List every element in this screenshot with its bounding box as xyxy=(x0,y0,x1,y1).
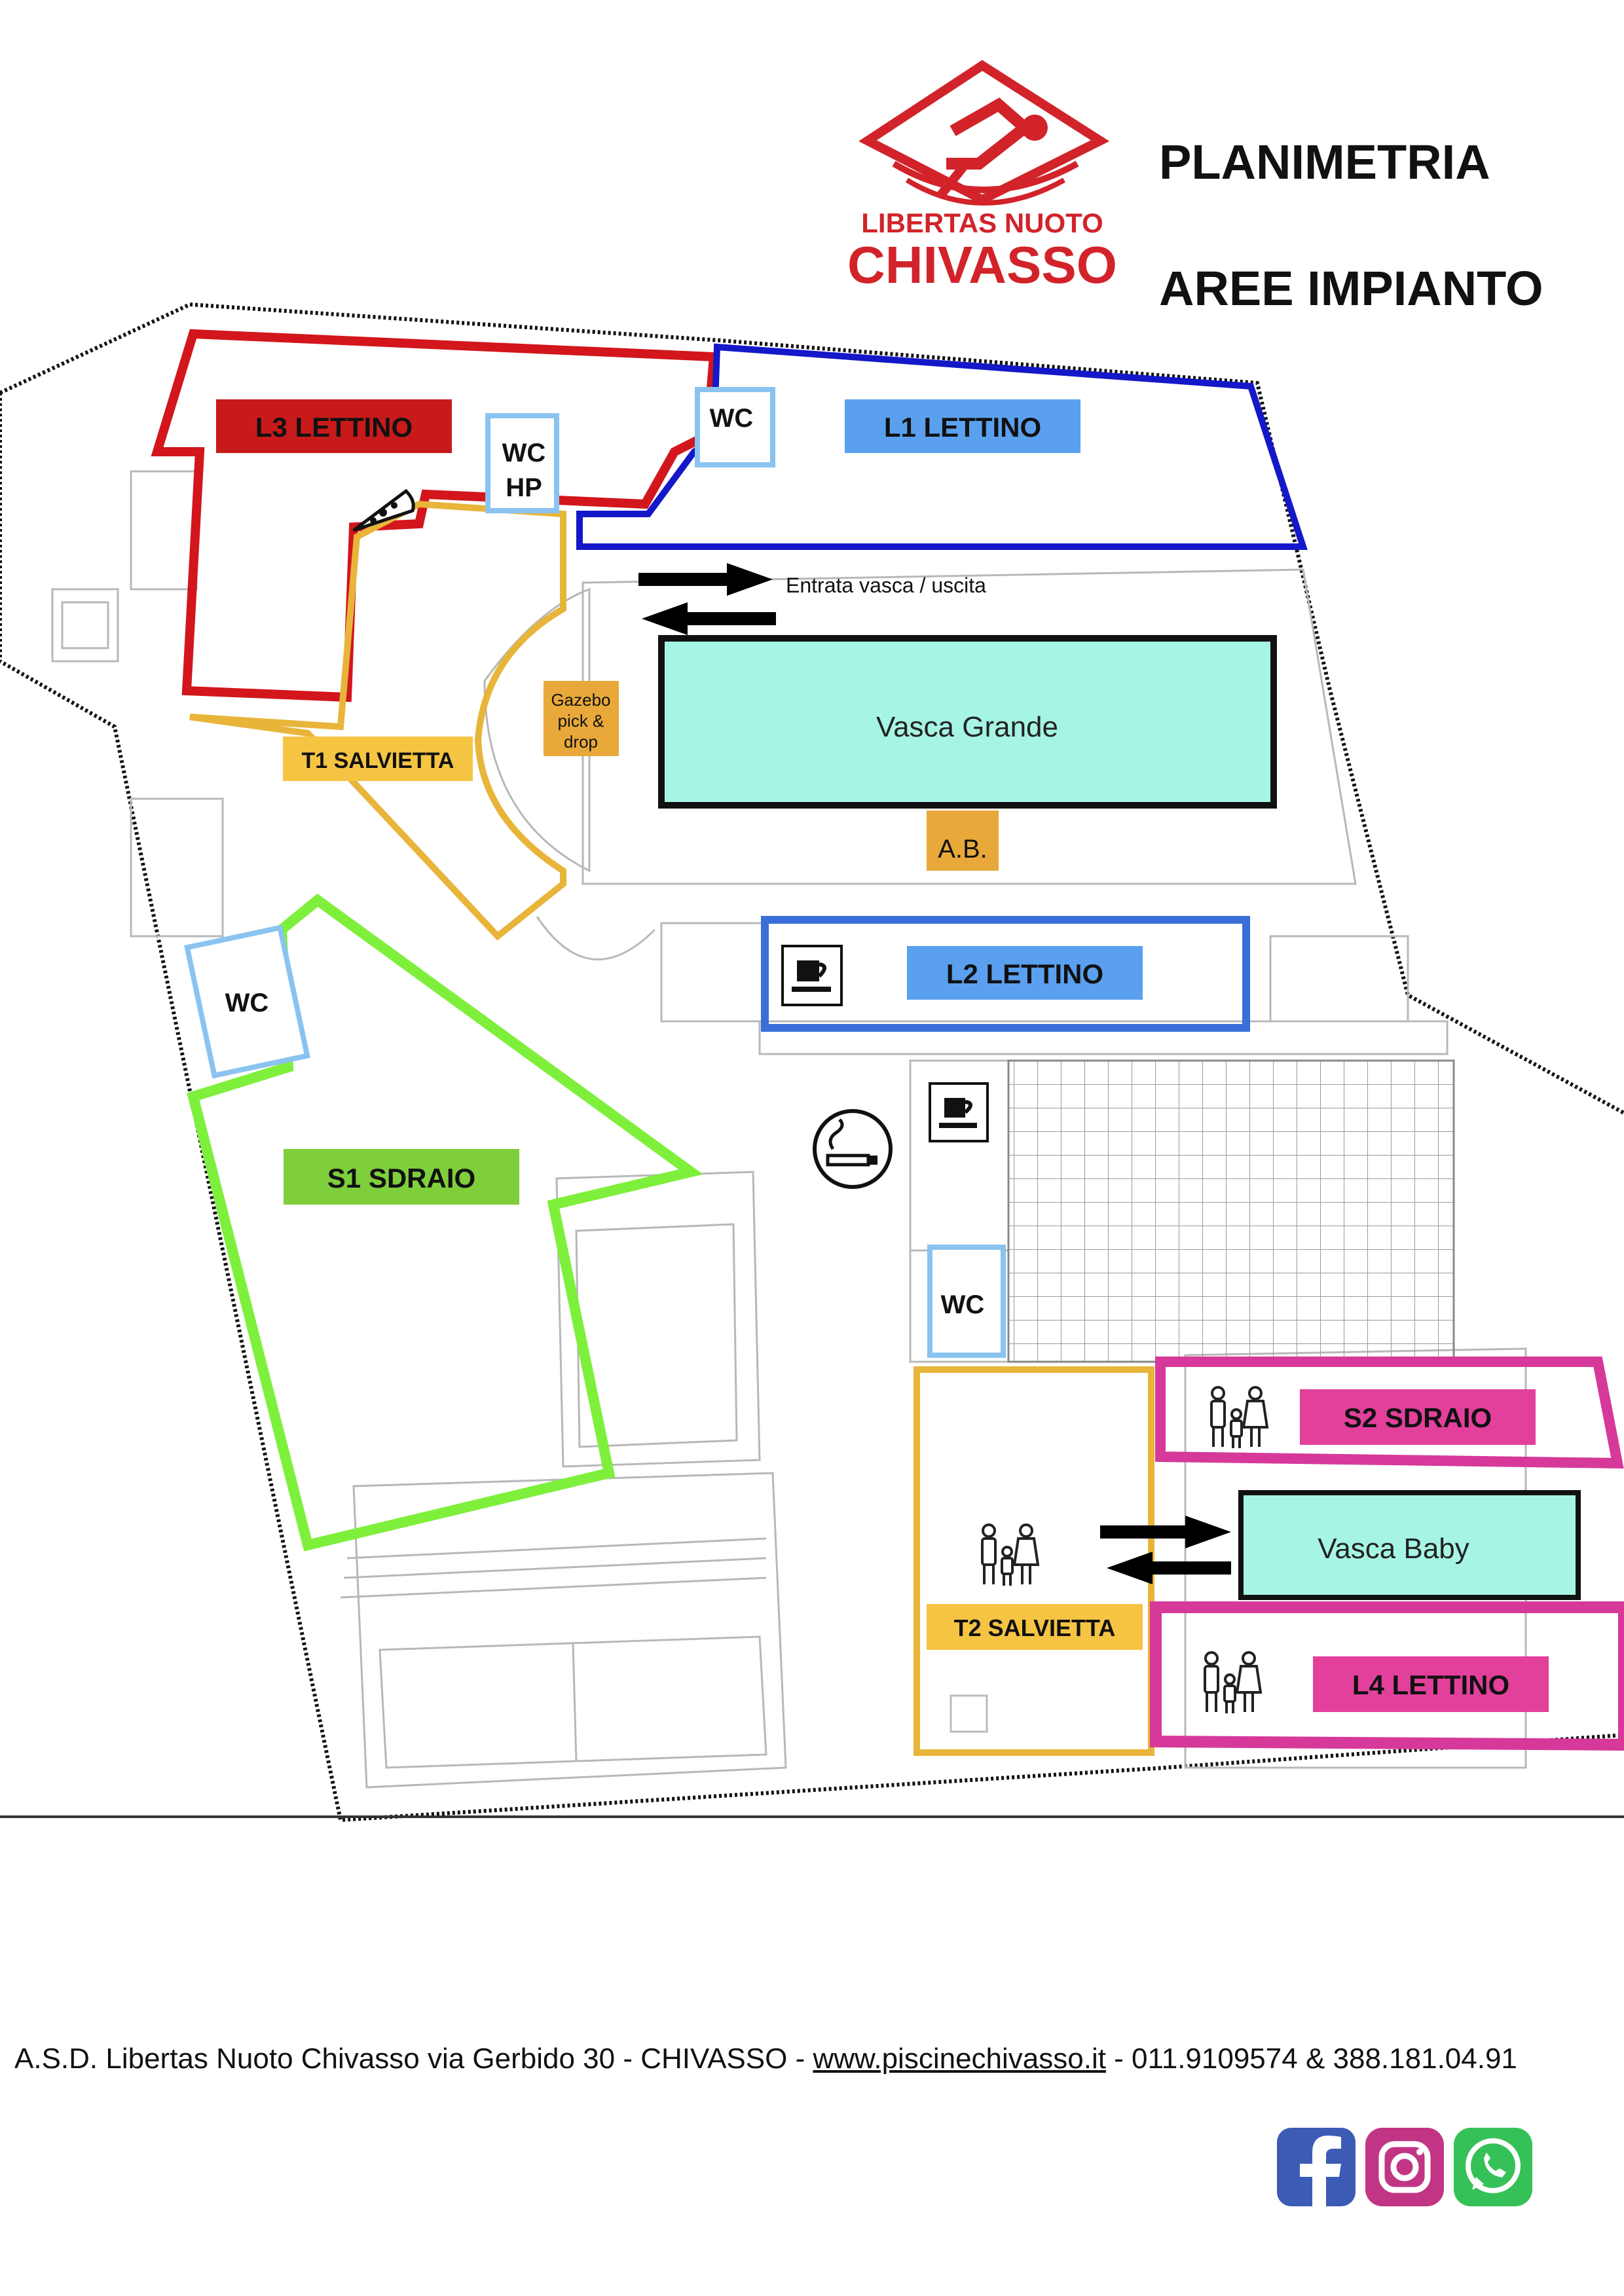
wc-center: WC xyxy=(927,1245,1006,1358)
label-l1: L1 LETTINO xyxy=(845,399,1080,453)
svg-text:L2 LETTINO: L2 LETTINO xyxy=(946,958,1103,989)
svg-text:HP: HP xyxy=(506,473,542,502)
svg-text:WC: WC xyxy=(225,989,269,1017)
label-t2: T2 SALVIETTA xyxy=(927,1604,1143,1650)
footer-phones: - 011.9109574 & 388.181.04.91 xyxy=(1105,2043,1517,2075)
wc-hp: WC HP xyxy=(485,413,559,513)
entrance-label: Entrata vasca / uscita xyxy=(786,574,986,597)
area-l4-outline xyxy=(1150,1601,1624,1751)
svg-text:WC: WC xyxy=(710,404,754,433)
svg-text:S1 SDRAIO: S1 SDRAIO xyxy=(327,1163,475,1194)
grandstand-grid xyxy=(1007,1059,1455,1363)
website-link[interactable]: www.piscinechivasso.it xyxy=(813,2043,1106,2075)
area-t1-outline xyxy=(189,500,566,941)
label-l3: L3 LETTINO xyxy=(216,399,452,453)
gazebo-pick-drop: Gazebo pick & drop xyxy=(544,681,619,756)
logo-brand-big: CHIVASSO xyxy=(847,236,1117,294)
family-icon xyxy=(1204,1651,1263,1713)
pizza-icon xyxy=(352,488,415,532)
wc-l1: WC xyxy=(695,387,775,467)
svg-text:L3 LETTINO: L3 LETTINO xyxy=(255,412,413,443)
baby-pool-arrows xyxy=(1100,1516,1231,1584)
svg-text:T1 SALVIETTA: T1 SALVIETTA xyxy=(302,748,454,773)
svg-text:WC: WC xyxy=(941,1290,985,1319)
t2-structure xyxy=(950,1694,988,1733)
social-icons xyxy=(1277,2128,1532,2206)
ab-station: A.B. xyxy=(927,811,999,871)
svg-text:pick &: pick & xyxy=(558,711,604,731)
label-s2: S2 SDRAIO xyxy=(1300,1389,1536,1445)
pool-grande-label: Vasca Grande xyxy=(876,711,1058,743)
coffee-icon xyxy=(929,1082,989,1142)
footer-address: A.S.D. Libertas Nuoto Chivasso via Gerbi… xyxy=(14,2043,813,2075)
whatsapp-icon[interactable] xyxy=(1454,2128,1532,2206)
coffee-icon xyxy=(781,945,843,1006)
label-l4: L4 LETTINO xyxy=(1313,1656,1549,1712)
label-l2: L2 LETTINO xyxy=(907,946,1143,1000)
svg-text:L1 LETTINO: L1 LETTINO xyxy=(884,412,1041,443)
page-title-line2: AREE IMPIANTO xyxy=(1159,261,1543,316)
family-icon xyxy=(1210,1386,1269,1448)
svg-text:A.B.: A.B. xyxy=(938,835,987,864)
family-icon xyxy=(981,1523,1040,1586)
svg-text:drop: drop xyxy=(564,732,598,752)
instagram-icon[interactable] xyxy=(1365,2128,1444,2206)
area-l2-outline xyxy=(761,916,1250,1032)
property-boundary xyxy=(0,302,1624,1823)
club-logo xyxy=(858,60,1110,206)
pool-baby-label: Vasca Baby xyxy=(1318,1533,1469,1565)
label-t1: T1 SALVIETTA xyxy=(283,737,473,781)
pool-baby xyxy=(1238,1490,1581,1600)
wc-west: WC xyxy=(184,924,310,1079)
page-title-line1: PLANIMETRIA xyxy=(1159,135,1490,189)
svg-text:Gazebo: Gazebo xyxy=(551,690,610,710)
footer-contact: A.S.D. Libertas Nuoto Chivasso via Gerbi… xyxy=(14,2043,1612,2075)
label-s1: S1 SDRAIO xyxy=(284,1149,519,1205)
area-s2-outline xyxy=(1155,1357,1624,1469)
svg-text:T2 SALVIETTA: T2 SALVIETTA xyxy=(954,1614,1116,1641)
logo-brand-small: LIBERTAS NUOTO xyxy=(861,208,1103,238)
facebook-icon[interactable] xyxy=(1277,2128,1356,2206)
pool-grande xyxy=(658,635,1277,809)
svg-text:WC: WC xyxy=(502,439,546,467)
entrance-arrows xyxy=(638,563,776,635)
building-plan xyxy=(0,302,1624,1823)
svg-text:L4 LETTINO: L4 LETTINO xyxy=(1352,1669,1509,1700)
svg-text:S2 SDRAIO: S2 SDRAIO xyxy=(1344,1402,1492,1433)
smoking-area-icon xyxy=(813,1109,893,1189)
